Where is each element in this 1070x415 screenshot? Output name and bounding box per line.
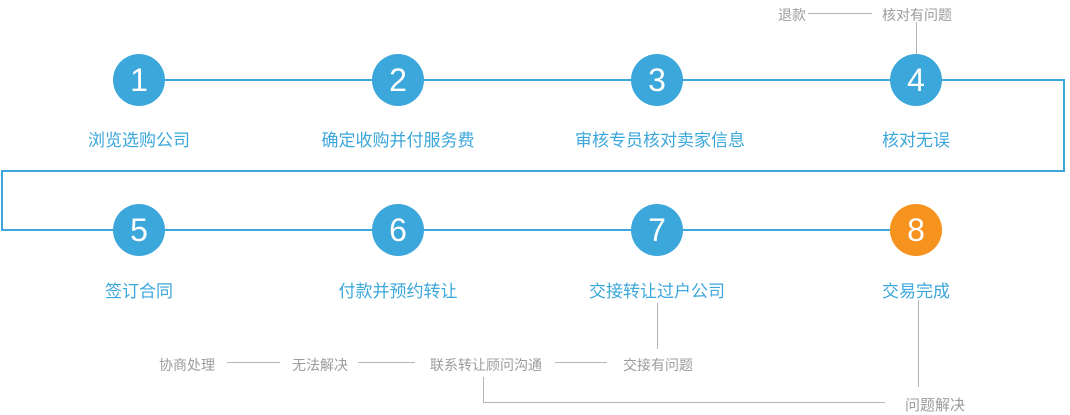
check-issue-text: 核对有问题 [882,7,952,23]
step-circle-4: 4 [890,54,942,106]
step-label-2: 确定收购并付服务费 [321,131,475,150]
step-number-7: 7 [648,212,666,248]
connector-middle-line [1,170,1065,172]
step-circle-5: 5 [113,204,165,256]
step-label-8: 交易完成 [882,282,950,301]
step-number-4: 4 [907,62,925,98]
step-circle-3: 3 [631,54,683,106]
refund-branch-line [808,13,872,14]
unsolvable-text: 无法解决 [292,357,348,373]
step-label-3: 审核专员核对卖家信息 [575,131,745,150]
step-label-6: 付款并预约转让 [338,282,458,301]
step-circle-7: 7 [631,204,683,256]
step-number-6: 6 [389,212,407,248]
connector-row2-line [1,229,916,231]
step-label-5: 签订合同 [105,282,173,301]
step-number-5: 5 [130,212,148,248]
step-circle-6: 6 [372,204,424,256]
elbow-to-solved-line [483,402,885,403]
unsolvable-contact-line [358,362,415,363]
step-number-3: 3 [648,62,666,98]
connector-right-vertical-line [1063,79,1065,172]
step-number-2: 2 [389,62,407,98]
step-label-1: 浏览选购公司 [88,131,190,150]
step-number-8: 8 [907,212,925,248]
connector-left-vertical-line [1,170,3,231]
connector-row1-line [139,79,1065,81]
step8-branch-vertical-line [918,300,919,387]
step-circle-8: 8 [890,204,942,256]
negotiate-text: 协商处理 [159,357,215,373]
contact-advisor-text: 联系转让顾问沟通 [430,357,542,373]
step-label-4: 核对无误 [882,131,950,150]
step-label-7: 交接转让过户公司 [589,282,725,301]
refund-text: 退款 [778,7,806,23]
step-number-1: 1 [130,62,148,98]
problem-solved-text: 问题解决 [904,397,966,414]
contact-handover-line [555,362,607,363]
contact-elbow-vertical-line [483,377,484,403]
step-circle-2: 2 [372,54,424,106]
step-circle-1: 1 [113,54,165,106]
check-issue-vertical-line [916,22,917,55]
negotiate-unsolvable-line [227,362,280,363]
handover-issue-text: 交接有问题 [623,357,693,373]
step7-branch-vertical-line [657,303,658,349]
